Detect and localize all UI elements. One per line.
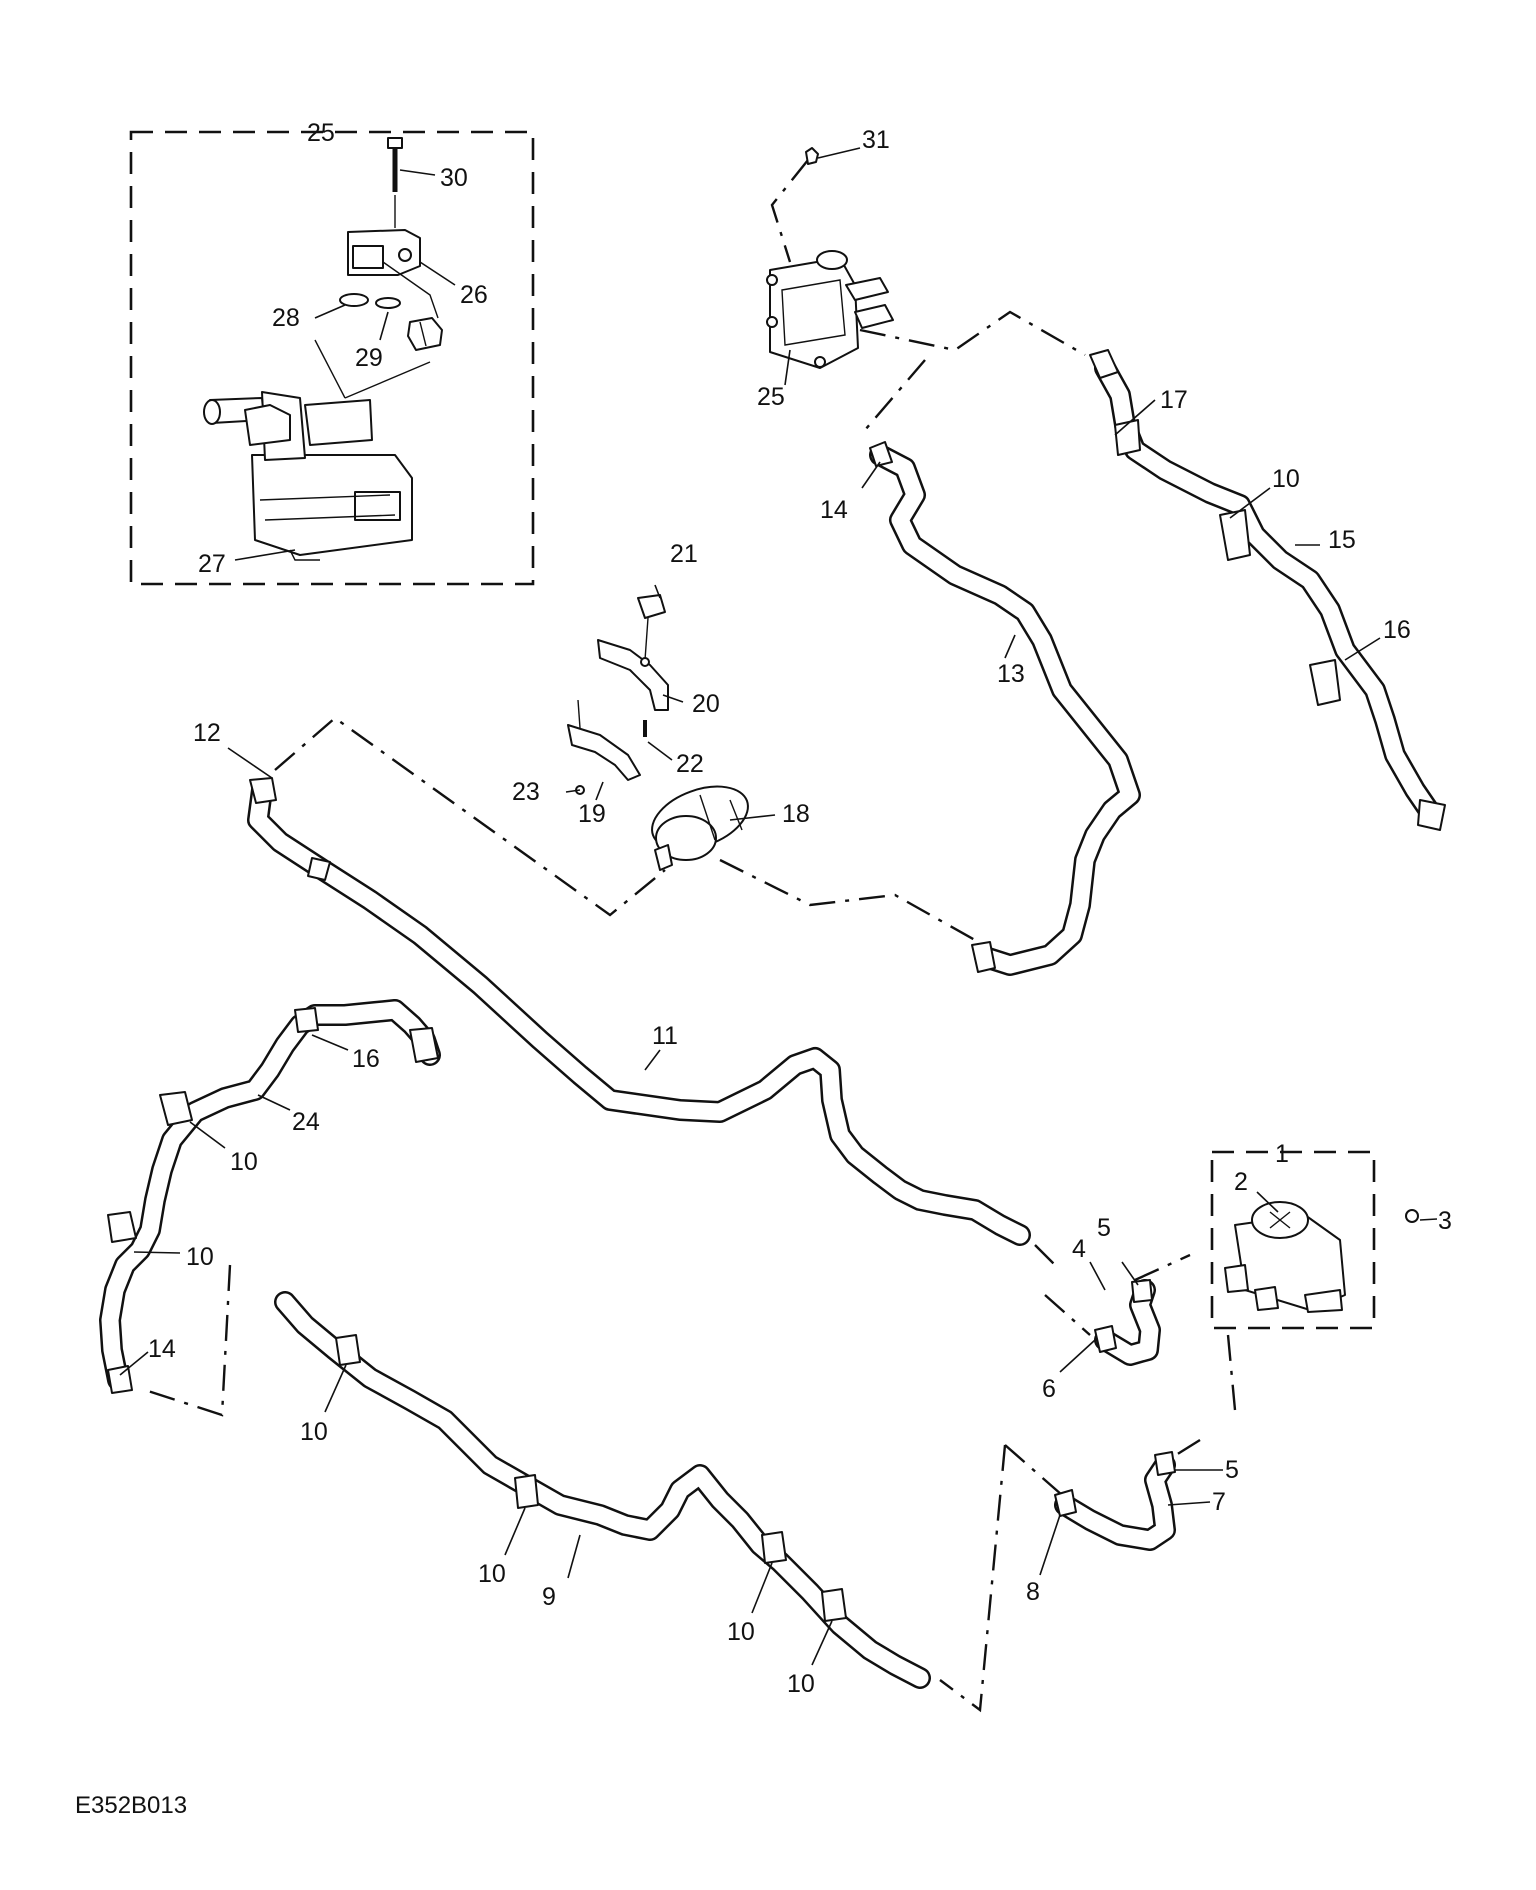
reservoir-1 <box>1224 1201 1346 1313</box>
routing-lines <box>144 159 1237 1713</box>
clip-3 <box>1405 1209 1419 1223</box>
callout-10-f: 10 <box>727 1618 755 1646</box>
callout-20: 20 <box>692 690 720 718</box>
clip-31 <box>805 147 819 165</box>
connector-29 <box>407 317 443 351</box>
callout-24: 24 <box>292 1108 320 1136</box>
callout-9: 9 <box>542 1583 556 1611</box>
callout-23: 23 <box>512 778 540 806</box>
callout-8: 8 <box>1026 1578 1040 1606</box>
callout-25: 25 <box>757 383 785 411</box>
callout-4: 4 <box>1072 1235 1086 1263</box>
valve-27 <box>203 391 413 561</box>
callout-22: 22 <box>676 750 704 778</box>
callout-1: 1 <box>1275 1140 1289 1168</box>
hose-6 <box>1094 1279 1161 1366</box>
callout-numbers: 25 30 26 28 29 27 31 25 17 10 15 16 14 1… <box>148 119 1452 1698</box>
callout-12: 12 <box>193 719 221 747</box>
callout-6: 6 <box>1042 1375 1056 1403</box>
hose-9 <box>274 1291 931 1689</box>
callout-5-b: 5 <box>1225 1456 1239 1484</box>
callout-2: 2 <box>1234 1168 1248 1196</box>
callout-16-b: 16 <box>352 1045 380 1073</box>
hose-15 <box>1089 349 1446 831</box>
hose-7 <box>1054 1451 1176 1551</box>
callout-10-a: 10 <box>1272 465 1300 493</box>
callout-31: 31 <box>862 126 890 154</box>
callout-10-d: 10 <box>300 1418 328 1446</box>
callout-5-a: 5 <box>1097 1214 1111 1242</box>
bolt-30 <box>387 137 403 192</box>
callout-14-a: 14 <box>820 496 848 524</box>
callout-21: 21 <box>670 540 698 568</box>
callout-26: 26 <box>460 281 488 309</box>
callout-10-g: 10 <box>787 1670 815 1698</box>
hose-11 <box>247 777 1031 1246</box>
callout-10-b: 10 <box>230 1148 258 1176</box>
callout-17: 17 <box>1160 386 1188 414</box>
callout-25-box: 25 <box>307 119 335 147</box>
sub-assembly-box-25 <box>129 130 535 586</box>
leader-lines <box>119 147 1438 1666</box>
bracket-19 <box>567 724 641 781</box>
sub-assembly-box-1 <box>1210 1150 1376 1330</box>
callout-11: 11 <box>652 1022 678 1050</box>
callout-10-e: 10 <box>478 1560 506 1588</box>
callout-28: 28 <box>272 304 300 332</box>
callout-27: 27 <box>198 550 226 578</box>
callout-3: 3 <box>1438 1207 1452 1235</box>
hose-24 <box>99 999 441 1394</box>
diagram-code: E352B013 <box>75 1792 187 1819</box>
nut-21 <box>637 594 666 619</box>
hose-13 <box>869 441 1141 976</box>
callout-10-c: 10 <box>186 1243 214 1271</box>
callout-29: 29 <box>355 344 383 372</box>
bracket-26 <box>347 229 439 319</box>
bracket-20 <box>597 639 669 711</box>
callout-13: 13 <box>997 660 1025 688</box>
callout-15: 15 <box>1328 526 1356 554</box>
pump-18 <box>651 785 749 871</box>
callout-30: 30 <box>440 164 468 192</box>
callout-18: 18 <box>782 800 810 828</box>
seal-28 <box>339 293 401 309</box>
valve-25-mounted <box>766 250 894 369</box>
callout-19: 19 <box>578 800 606 828</box>
callout-7: 7 <box>1212 1488 1226 1516</box>
callout-14-b: 14 <box>148 1335 176 1363</box>
callout-16-a: 16 <box>1383 616 1411 644</box>
